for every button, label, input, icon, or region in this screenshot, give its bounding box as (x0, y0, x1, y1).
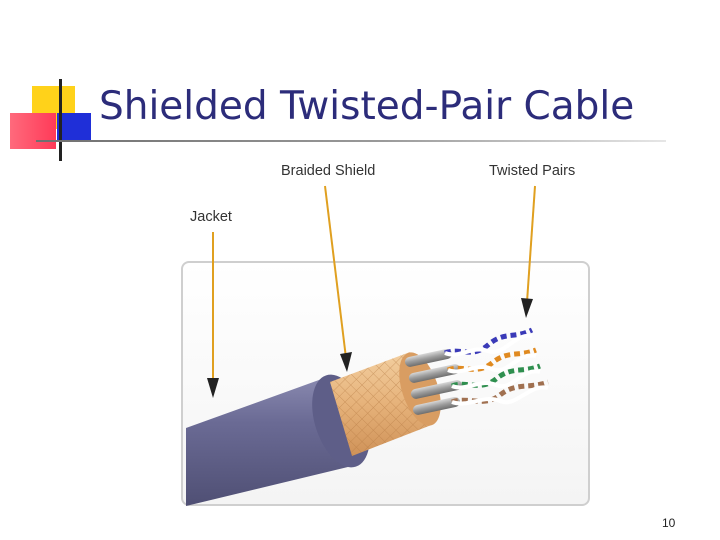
decor-vertical-line (59, 79, 62, 161)
page-number: 10 (662, 516, 676, 530)
braided-shield (330, 352, 441, 456)
twisted-pairs (444, 327, 549, 406)
slide-title: Shielded Twisted-Pair Cable (99, 84, 635, 129)
title-underline (36, 140, 666, 142)
foil-shields (404, 348, 463, 415)
twisted-pairs-arrow (521, 185, 536, 318)
label-jacket: Jacket (190, 209, 232, 225)
braided-shield-arrow (324, 185, 352, 372)
label-twisted-pairs: Twisted Pairs (489, 163, 576, 179)
label-braided-shield: Braided Shield (281, 163, 376, 179)
decor-red-square (10, 113, 56, 149)
decor-blue-square (57, 113, 91, 141)
jacket-arrow (207, 232, 219, 398)
